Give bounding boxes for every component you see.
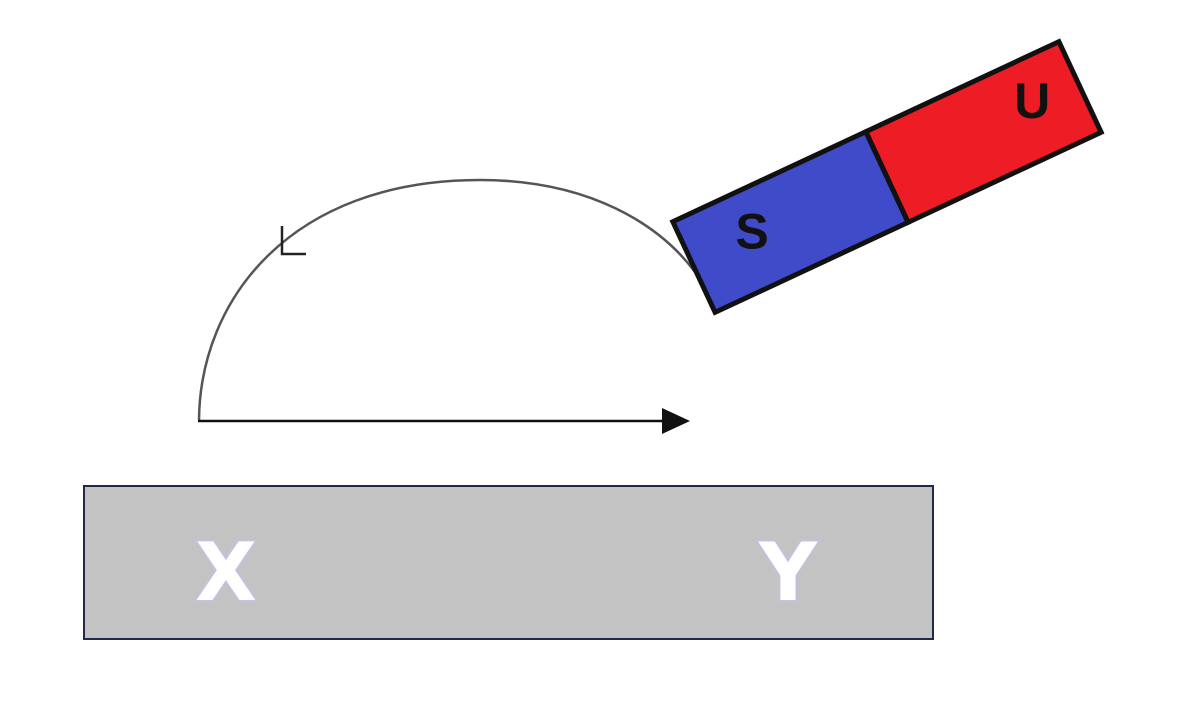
return-arc xyxy=(197,178,697,421)
iron-bar-end-y-label: Y xyxy=(758,526,818,619)
arc-arrowhead-icon xyxy=(280,226,306,256)
iron-bar xyxy=(83,485,934,640)
magnet-south-pole xyxy=(669,128,912,316)
magnet-left-pole-label: S xyxy=(735,204,768,260)
iron-bar-end-x-label: X xyxy=(195,526,257,619)
bar-magnet: S U xyxy=(669,38,1105,316)
stroke-direction-arrowhead-icon xyxy=(662,408,690,434)
magnet-right-pole-label: U xyxy=(1014,73,1050,129)
magnet-north-pole xyxy=(862,38,1105,226)
